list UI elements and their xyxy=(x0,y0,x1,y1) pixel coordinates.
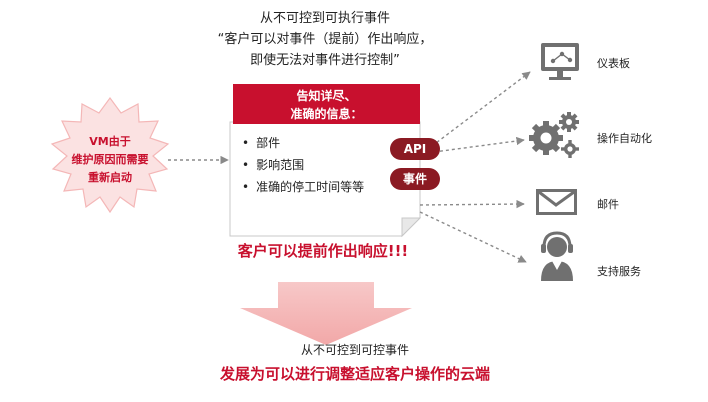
notice-item-scope: 影响范围 xyxy=(242,154,422,176)
target-label-support: 支持服务 xyxy=(597,265,641,278)
notice-item-downtime: 准确的停工时间等等 xyxy=(242,176,422,198)
notice-fold xyxy=(401,217,422,238)
event-pill: 事件 xyxy=(390,168,440,190)
envelope-icon xyxy=(536,189,577,215)
top-caption-line3: 即使无法对事件进行控制” xyxy=(250,53,400,68)
notice-header: 告知详尽、 准确的信息： xyxy=(233,84,420,124)
source-event-label: VM由于 维护原因而需要 重新启动 xyxy=(55,133,165,187)
source-event-line2: 维护原因而需要 xyxy=(71,153,149,166)
dashboard-monitor-icon xyxy=(541,43,579,80)
top-caption: 从不可控到可执行事件 “客户可以对事件（提前）作出响应， 即使无法对事件进行控制… xyxy=(180,8,470,71)
arrow-to-automation xyxy=(433,136,525,153)
support-headset-icon xyxy=(541,231,573,281)
arrow-to-mail xyxy=(419,199,525,209)
notice-header-line1: 告知详尽、 xyxy=(296,89,357,103)
notice-items: 部件 影响范围 准确的停工时间等等 xyxy=(242,132,422,198)
bottom-caption-2: 发展为可以进行调整适应客户操作的云端 xyxy=(219,365,490,383)
target-label-dashboard: 仪表板 xyxy=(597,57,630,70)
notice-header-line2: 准确的信息： xyxy=(290,107,363,121)
top-caption-line2: “客户可以对事件（提前）作出响应， xyxy=(217,32,433,47)
notice-item-component: 部件 xyxy=(242,132,422,154)
source-event-line1: VM由于 xyxy=(89,135,131,148)
source-event-line3: 重新启动 xyxy=(88,171,132,184)
arrow-to-dashboard xyxy=(431,71,531,147)
arrow-to-support xyxy=(419,211,527,263)
api-pill: API xyxy=(390,138,440,160)
top-caption-line1: 从不可控到可执行事件 xyxy=(259,11,390,26)
gears-icon xyxy=(529,112,579,158)
target-label-mail: 邮件 xyxy=(597,198,619,211)
bottom-caption-1: 从不可控到可控事件 xyxy=(300,343,409,357)
target-label-automation: 操作自动化 xyxy=(597,132,652,145)
down-arrow xyxy=(240,282,412,345)
event-starburst xyxy=(50,96,170,214)
response-text: 客户可以提前作出响应!!! xyxy=(237,242,409,260)
